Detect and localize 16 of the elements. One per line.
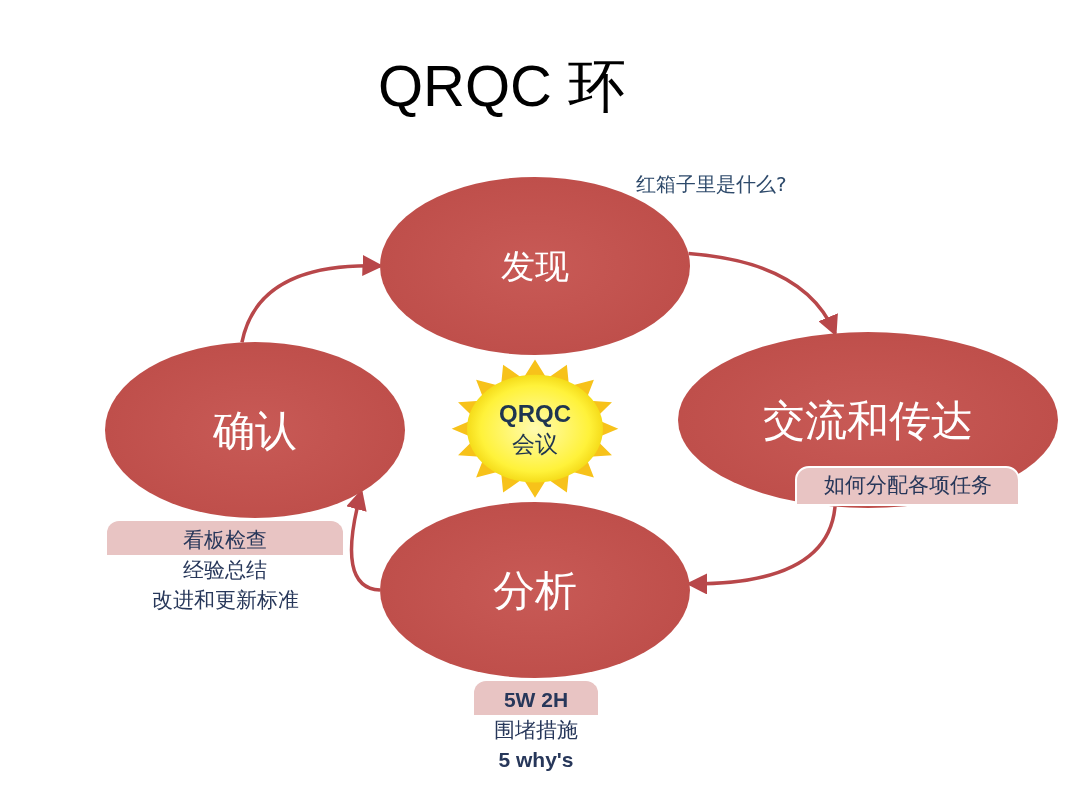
center-label: 会议: [512, 430, 558, 459]
note-text: 看板检查: [183, 527, 267, 554]
note-text: 围堵措施: [494, 717, 578, 744]
step-label: 发现: [501, 244, 569, 288]
step-label: 交流和传达: [763, 394, 973, 447]
note-text: 红箱子里是什么?: [636, 171, 787, 198]
note-text: 改进和更新标准: [151, 587, 299, 614]
center-label: QRQC: [499, 399, 571, 429]
title: QRQC 环: [378, 52, 627, 120]
note-text: 如何分配各项任务: [823, 472, 992, 500]
note-tab: [795, 466, 1020, 506]
step-label: 分析: [493, 564, 577, 617]
step-label: 确认: [213, 404, 297, 457]
note-text: 5W 2H: [503, 687, 569, 713]
note-text: 经验总结: [183, 557, 267, 584]
note-text: 5 why's: [498, 747, 574, 773]
